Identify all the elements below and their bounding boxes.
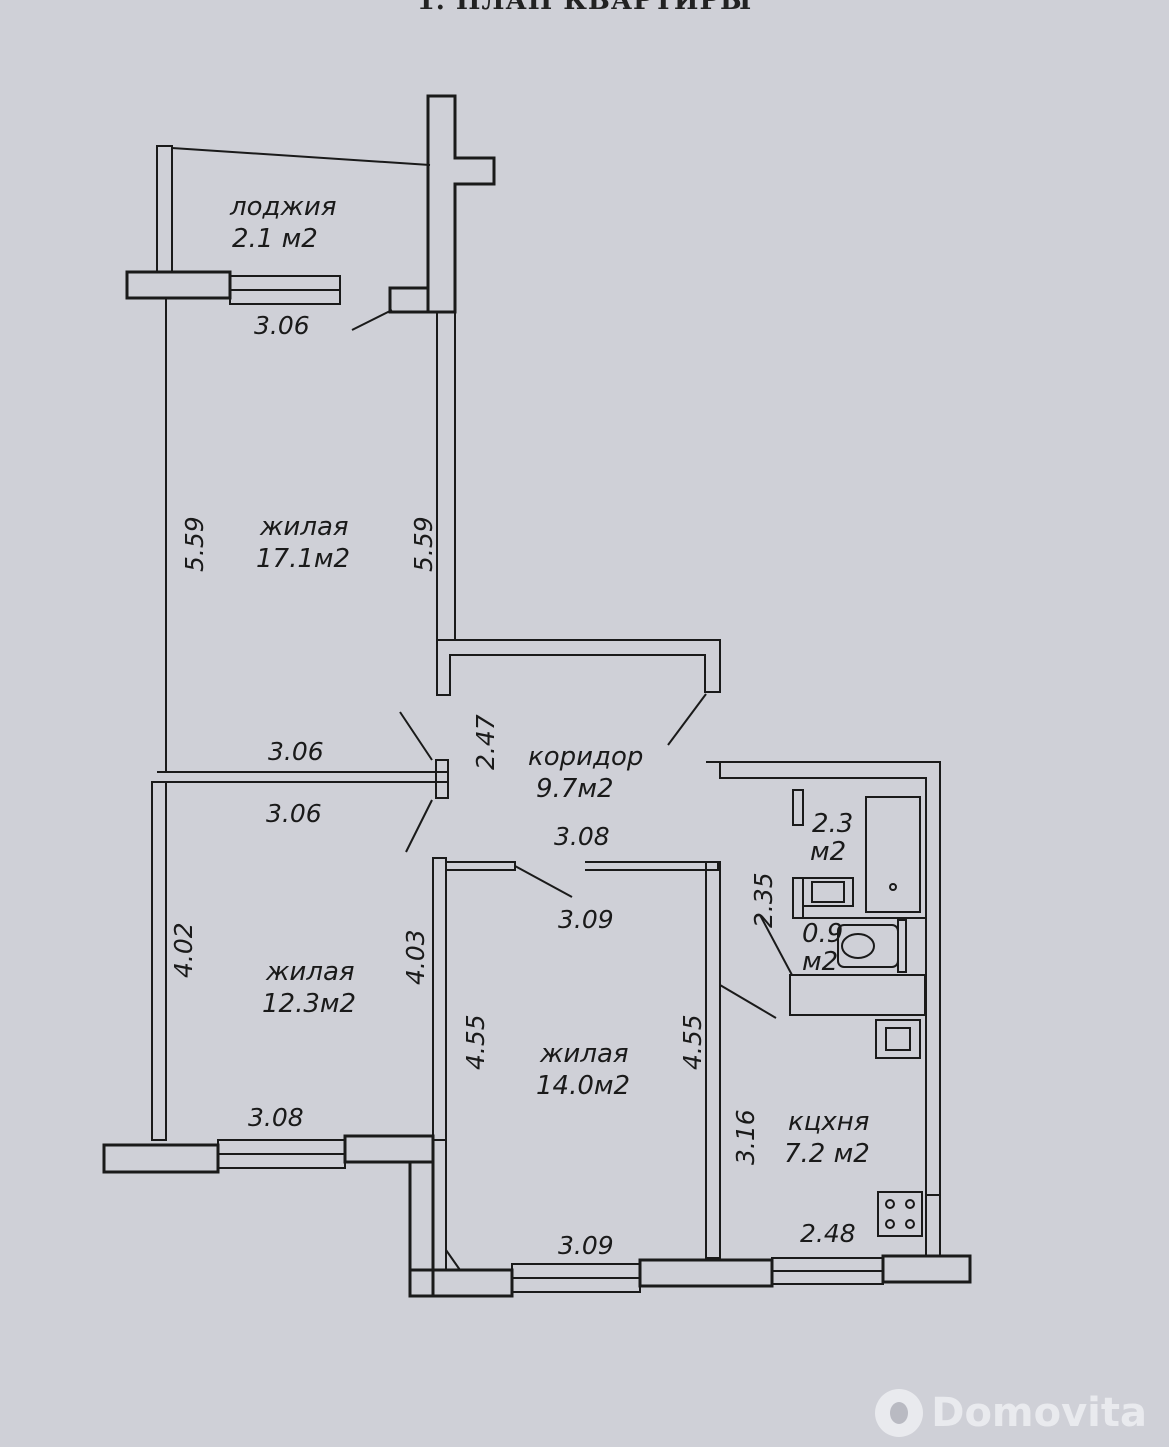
room-name: жилая [259,512,349,542]
room-corridor: коридор 9.7м2 [528,742,643,804]
fixtures [802,796,923,1237]
dim-corridor-height: 2.47 [471,714,500,770]
room-name: кцхня [788,1107,869,1137]
dim-bath-height: 2.35 [749,872,778,928]
room-living2: жилая 12.3м2 [262,957,356,1019]
dim-living2-top: 3.06 [266,799,322,828]
room-area: 17.1м2 [256,544,350,574]
sink-kitchen-icon [875,1019,921,1059]
dim-living1-right: 5.59 [409,516,438,572]
sink-icon [802,877,854,907]
watermark-text: Domovita [931,1390,1147,1436]
dim-kitchen-left: 3.16 [731,1109,760,1165]
dim-kitchen-bottom: 2.48 [800,1219,856,1248]
room-area: 7.2 м2 [784,1139,870,1169]
dim-living2-right: 4.03 [401,929,430,985]
room-name: жилая [265,957,355,987]
dim-loggia-width: 3.06 [254,311,310,340]
dim-living1-bottom: 3.06 [268,737,324,766]
stove-icon [877,1191,923,1237]
page-title: 1. ПЛАН КВАРТИРЫ [416,0,753,16]
room-area: 14.0м2 [536,1071,630,1101]
room-area: 2.1 м2 [232,224,318,254]
room-area-value: 2.3 [812,809,853,839]
dim-living2-bottom: 3.08 [248,1103,304,1132]
room-area-unit: м2 [810,837,846,867]
dim-corridor-width: 3.08 [554,822,610,851]
room-area: 12.3м2 [262,989,356,1019]
room-area-unit: м2 [802,947,838,977]
room-name: коридор [528,742,643,772]
domovita-logo-icon [875,1389,924,1437]
bathtub-icon [865,796,921,913]
room-area-value: 0.9 [802,919,843,949]
dim-living3-bottom: 3.09 [558,1231,614,1260]
wall-column [426,94,496,314]
room-area: 9.7м2 [536,774,614,804]
dim-living3-top: 3.09 [558,905,614,934]
room-living1: жилая 17.1м2 [256,512,350,574]
domovita-watermark: Domovita [875,1389,1147,1437]
dimensions: 3.06 5.59 5.59 3.06 3.06 2.47 3.08 3.09 … [169,311,856,1260]
door-swings [351,309,793,1019]
dim-living2-left: 4.02 [169,922,198,978]
room-loggia: лоджия 2.1 м2 [229,192,336,254]
room-living3: жилая 14.0м2 [536,1039,630,1101]
loggia-rail [171,147,431,166]
dim-living3-left: 4.55 [461,1014,490,1070]
room-bath: 2.3 м2 [810,809,853,867]
dim-living1-left: 5.59 [180,516,209,572]
dim-living3-right: 4.55 [678,1014,707,1070]
room-name: жилая [539,1039,629,1069]
room-kitchen: кцхня 7.2 м2 [784,1107,870,1169]
room-name: лоджия [229,192,336,222]
room-wc: 0.9 м2 [802,919,843,977]
toilet-icon [837,924,899,968]
wall-loggia-stub [388,286,430,314]
walls [102,94,972,1298]
